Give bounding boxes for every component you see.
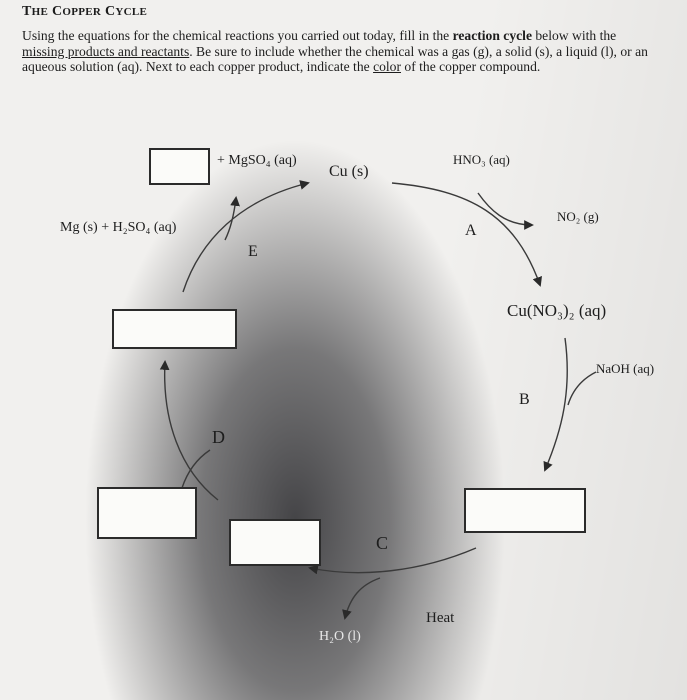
label-no2: NO₂ (g) (557, 209, 599, 224)
arrow-d-branch (181, 449, 211, 489)
answer-box-top-left[interactable] (149, 148, 210, 185)
arrow-b (543, 337, 568, 472)
answer-box-left[interactable] (112, 309, 237, 349)
label-mgso4: + MgSO₄ (aq) (217, 153, 297, 168)
label-hno3: HNO₃ (aq) (453, 152, 510, 167)
arrow-c (308, 547, 477, 575)
label-b: B (519, 391, 530, 408)
label-h2o: H₂O (l) (319, 629, 361, 644)
arrow-e-branch (224, 196, 240, 241)
arrow-a (391, 182, 542, 287)
page-title: THE COPPER CYCLE (22, 4, 148, 19)
label-c: C (376, 533, 389, 553)
answer-box-bottom-left[interactable] (97, 487, 197, 539)
arrow-h2o-branch (342, 577, 381, 620)
label-d: D (212, 427, 225, 447)
label-naoh: NaOH (aq) (596, 361, 655, 376)
answer-box-right[interactable] (464, 488, 586, 533)
label-a: A (465, 222, 477, 239)
instructions-paragraph: Using the equations for the chemical rea… (22, 28, 648, 75)
label-mg-h2so4: Mg (s) + H₂SO₄ (aq) (60, 220, 177, 235)
label-heat: Heat (426, 610, 455, 626)
arrow-naoh-branch (567, 371, 597, 406)
answer-box-bottom-center[interactable] (229, 519, 321, 566)
label-e: E (248, 243, 258, 260)
arrow-no2-branch (477, 192, 534, 230)
arrow-e (182, 180, 310, 293)
arrow-d (159, 360, 219, 501)
label-cu-s: Cu (s) (329, 163, 369, 180)
label-cu-no3: Cu(NO₃)₂ (aq) (507, 301, 607, 320)
